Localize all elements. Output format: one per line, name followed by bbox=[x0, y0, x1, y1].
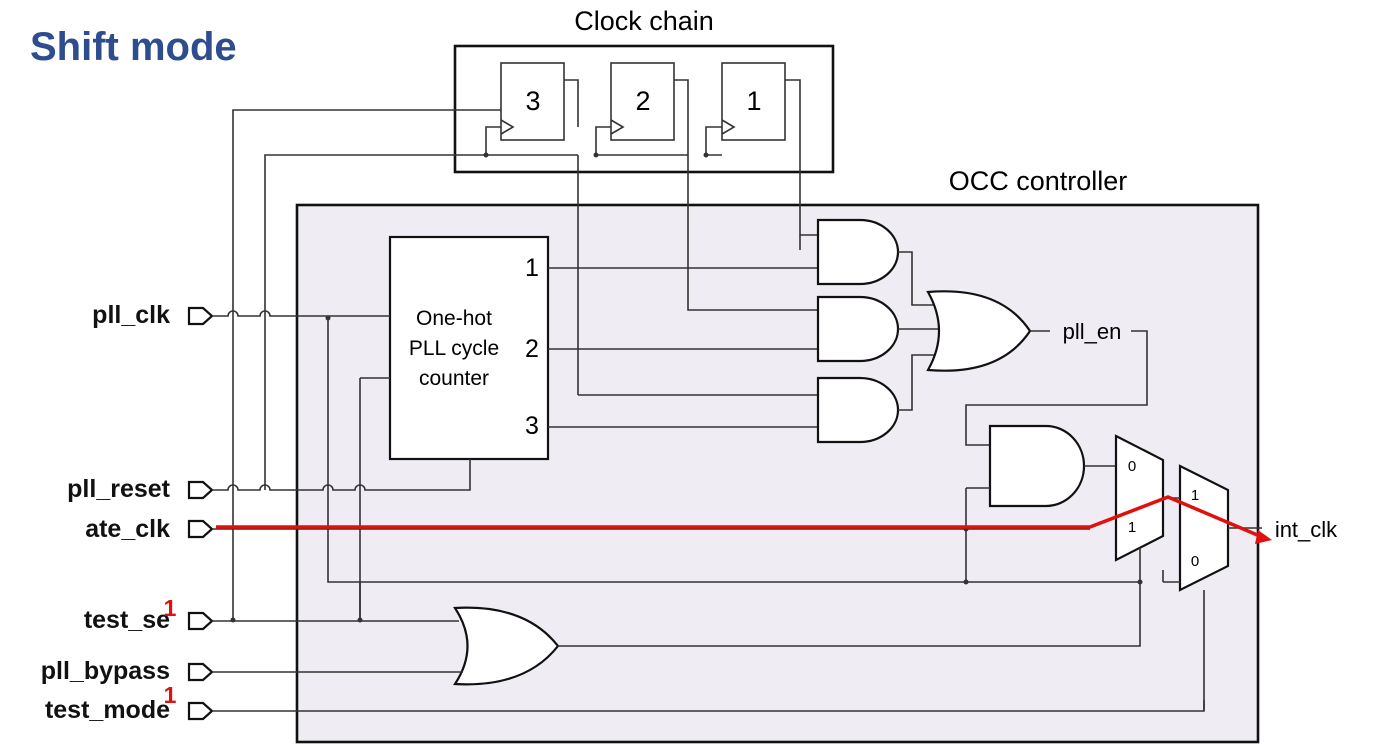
clock-chain-wires bbox=[232, 79, 820, 620]
pll-bypass-label: pll_bypass bbox=[41, 657, 170, 685]
test-mode-marker: 1 bbox=[164, 682, 177, 708]
input-pin-pll-reset: pll_reset bbox=[67, 459, 471, 503]
input-pin-test-se: test_se 1 bbox=[84, 595, 459, 634]
and-gate-3 bbox=[816, 376, 900, 444]
counter-out-1: 1 bbox=[525, 254, 539, 282]
mux2-in-1: 1 bbox=[1191, 487, 1199, 504]
or-gate-bypass bbox=[453, 606, 560, 686]
input-pin-ate-clk: ate_clk bbox=[85, 515, 1090, 543]
ate-clk-label: ate_clk bbox=[85, 515, 170, 543]
flop-1: 1 bbox=[721, 62, 786, 141]
counter-line-1: One-hot bbox=[416, 307, 492, 330]
test-mode-label: test_mode bbox=[45, 696, 170, 724]
page-title: Shift mode bbox=[30, 25, 237, 69]
pll-en-label: pll_en bbox=[1063, 319, 1122, 344]
input-pin-pll-bypass: pll_bypass bbox=[41, 657, 463, 685]
counter-output-wires bbox=[548, 235, 820, 428]
pll-clk-label: pll_clk bbox=[92, 301, 170, 329]
input-pin-pll-clk: pll_clk bbox=[92, 301, 390, 329]
pll-reset-label: pll_reset bbox=[67, 475, 171, 503]
one-hot-counter bbox=[388, 235, 550, 461]
and-gate-clock-gate bbox=[988, 424, 1086, 508]
int-clk-label: int_clk bbox=[1275, 517, 1338, 542]
and-gate-1 bbox=[816, 218, 900, 286]
junction-dots bbox=[230, 152, 1143, 623]
highlighted-shift-path bbox=[216, 495, 1272, 544]
input-pin-test-mode: test_mode 1 bbox=[45, 682, 1205, 724]
or-gate-pll-en bbox=[926, 290, 1032, 372]
occ-controller-label: OCC controller bbox=[949, 166, 1128, 196]
clock-chain-label: Clock chain bbox=[574, 6, 714, 36]
test-se-label: test_se bbox=[84, 606, 170, 634]
flop-2: 2 bbox=[610, 62, 675, 141]
mux-wires bbox=[327, 318, 1262, 710]
counter-out-2: 2 bbox=[525, 335, 539, 363]
mux1-in-0: 0 bbox=[1128, 458, 1136, 475]
mux-2 bbox=[1178, 464, 1230, 592]
counter-line-2: PLL cycle bbox=[409, 337, 499, 360]
flop-3: 3 bbox=[500, 62, 565, 141]
internal-wires bbox=[359, 377, 390, 620]
counter-out-3: 3 bbox=[525, 412, 539, 440]
mux1-in-1: 1 bbox=[1128, 519, 1136, 536]
flop-3-label: 3 bbox=[525, 86, 540, 116]
counter-line-3: counter bbox=[419, 367, 489, 390]
and-to-or-wires bbox=[898, 251, 940, 411]
and-gate-2 bbox=[816, 295, 900, 363]
mux2-in-0: 0 bbox=[1191, 553, 1199, 570]
test-se-marker: 1 bbox=[164, 595, 177, 621]
flop-1-label: 1 bbox=[746, 86, 761, 116]
flop-2-label: 2 bbox=[635, 86, 650, 116]
